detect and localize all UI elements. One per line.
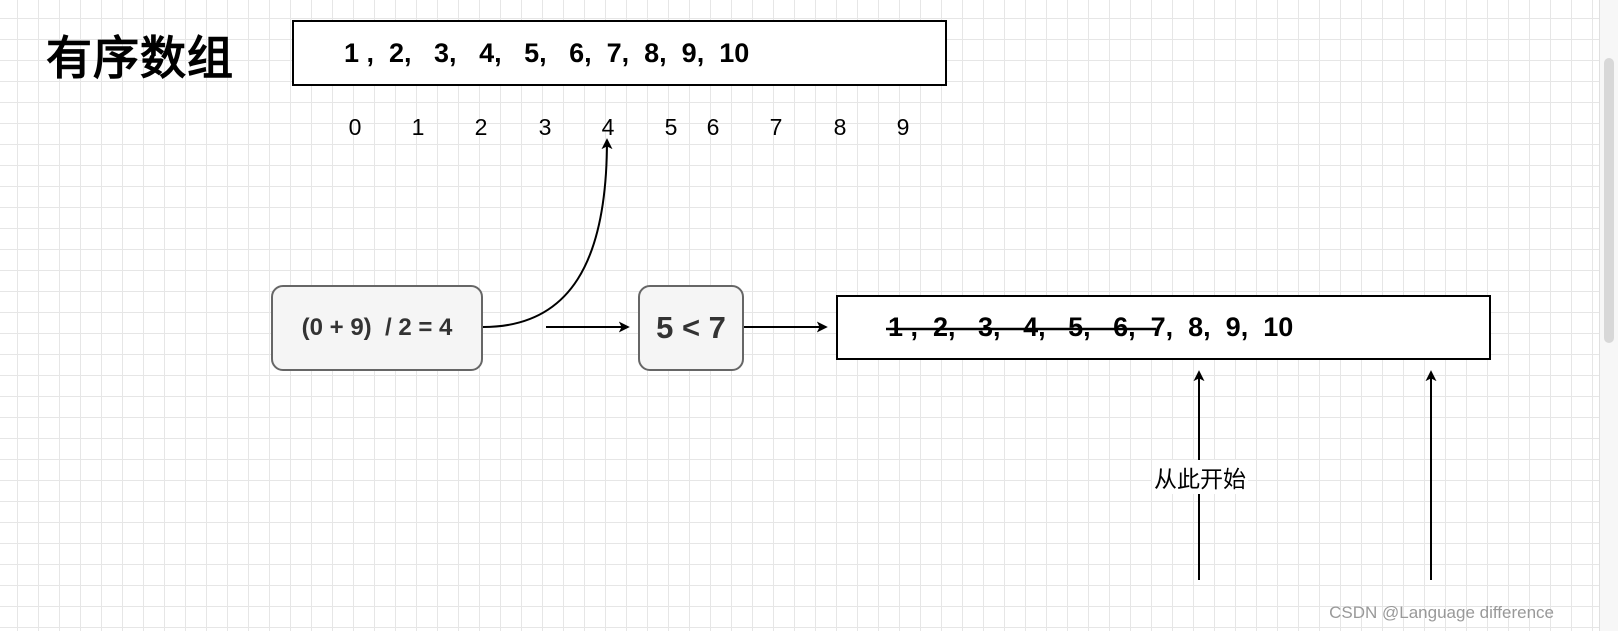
index-label: 8 [833, 114, 847, 140]
vertical-scrollbar[interactable] [1599, 0, 1618, 631]
sorted-array-box: 1 , 2, 3, 4, 5, 6, 7, 8, 9, 10 [292, 20, 947, 86]
index-label: 0 [348, 114, 362, 140]
curved-arrow-to-index [482, 138, 613, 328]
index-label: 1 [411, 114, 425, 140]
index-label: 4 [601, 114, 615, 140]
sorted-array-values: 1 , 2, 3, 4, 5, 6, 7, 8, 9, 10 [344, 37, 750, 68]
kept-values: , 6, 7, 8, 9, 10 [1083, 312, 1294, 342]
index-label: 3 [538, 114, 552, 140]
watermark: CSDN @Language difference [1329, 603, 1554, 622]
index-label: 6 [706, 114, 720, 140]
comparison-box: 5 < 7 [638, 285, 744, 371]
midpoint-calc-box: (0 + 9) / 2 = 4 [271, 285, 483, 371]
discarded-values: 1 , 2, 3, 4, 5 [888, 312, 1084, 342]
midpoint-calc-text: (0 + 9) / 2 = 4 [301, 314, 453, 341]
diagram-title: 有序数组 [46, 31, 234, 85]
index-label: 9 [896, 114, 910, 140]
start-here-label: 从此开始 [1152, 460, 1248, 494]
comparison-text: 5 < 7 [656, 310, 726, 345]
index-label: 5 [664, 114, 678, 140]
scrollbar-thumb[interactable] [1604, 58, 1614, 343]
index-label: 7 [769, 114, 783, 140]
array-remaining-values: 1 , 2, 3, 4, 5, 6, 7, 8, 9, 10 [888, 297, 1293, 358]
remaining-array-box: 1 , 2, 3, 4, 5, 6, 7, 8, 9, 10 [836, 295, 1491, 360]
index-label: 2 [474, 114, 488, 140]
